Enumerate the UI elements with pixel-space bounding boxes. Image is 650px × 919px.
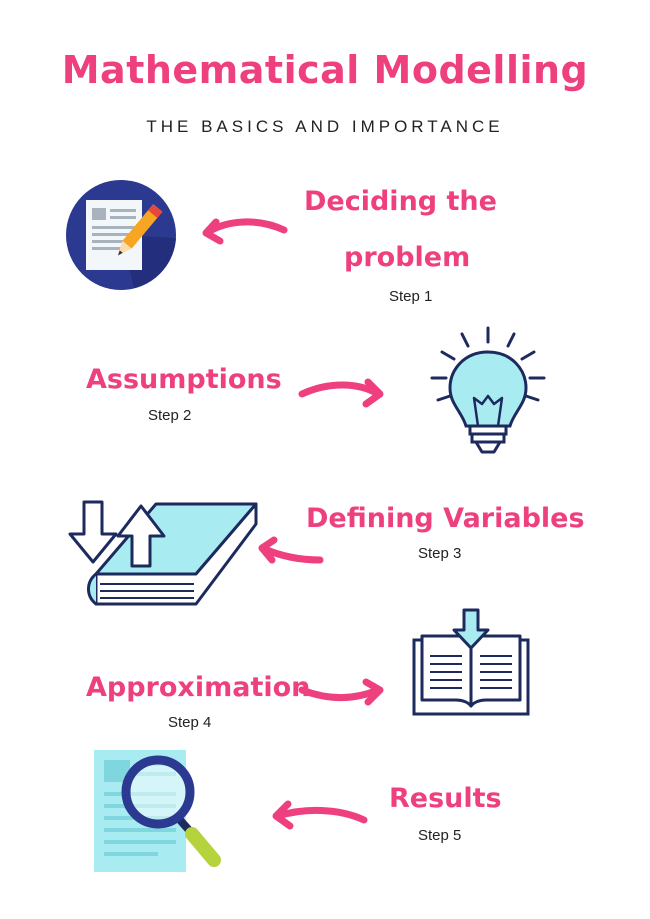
- step2-label: Step 2: [148, 407, 192, 424]
- page-title: Mathematical Modelling: [61, 48, 589, 92]
- arrow-step1: [202, 218, 288, 245]
- open-book-arrow-icon: [412, 608, 530, 716]
- lightbulb-icon: [430, 326, 546, 454]
- step1-label: Step 1: [389, 288, 433, 305]
- step3-title: Defining Variables: [306, 503, 585, 534]
- magnifier-document-icon: [94, 750, 221, 872]
- step3-label: Step 3: [418, 545, 462, 562]
- arrow-step4: [298, 678, 384, 706]
- arrow-step2: [298, 378, 384, 408]
- step4-title: Approximation: [86, 672, 311, 703]
- step1-title-line1: Deciding the: [304, 186, 497, 217]
- step2-title: Assumptions: [86, 364, 282, 395]
- document-pencil-icon: [66, 180, 176, 290]
- arrow-step5: [272, 800, 368, 830]
- arrow-step3: [258, 536, 324, 564]
- step5-label: Step 5: [418, 827, 462, 844]
- book-arrows-icon: [68, 500, 258, 606]
- page-subtitle: THE BASICS AND IMPORTANCE: [146, 117, 504, 136]
- step1-title-line2: problem: [344, 242, 471, 273]
- step5-title: Results: [389, 783, 502, 814]
- step4-label: Step 4: [168, 714, 212, 731]
